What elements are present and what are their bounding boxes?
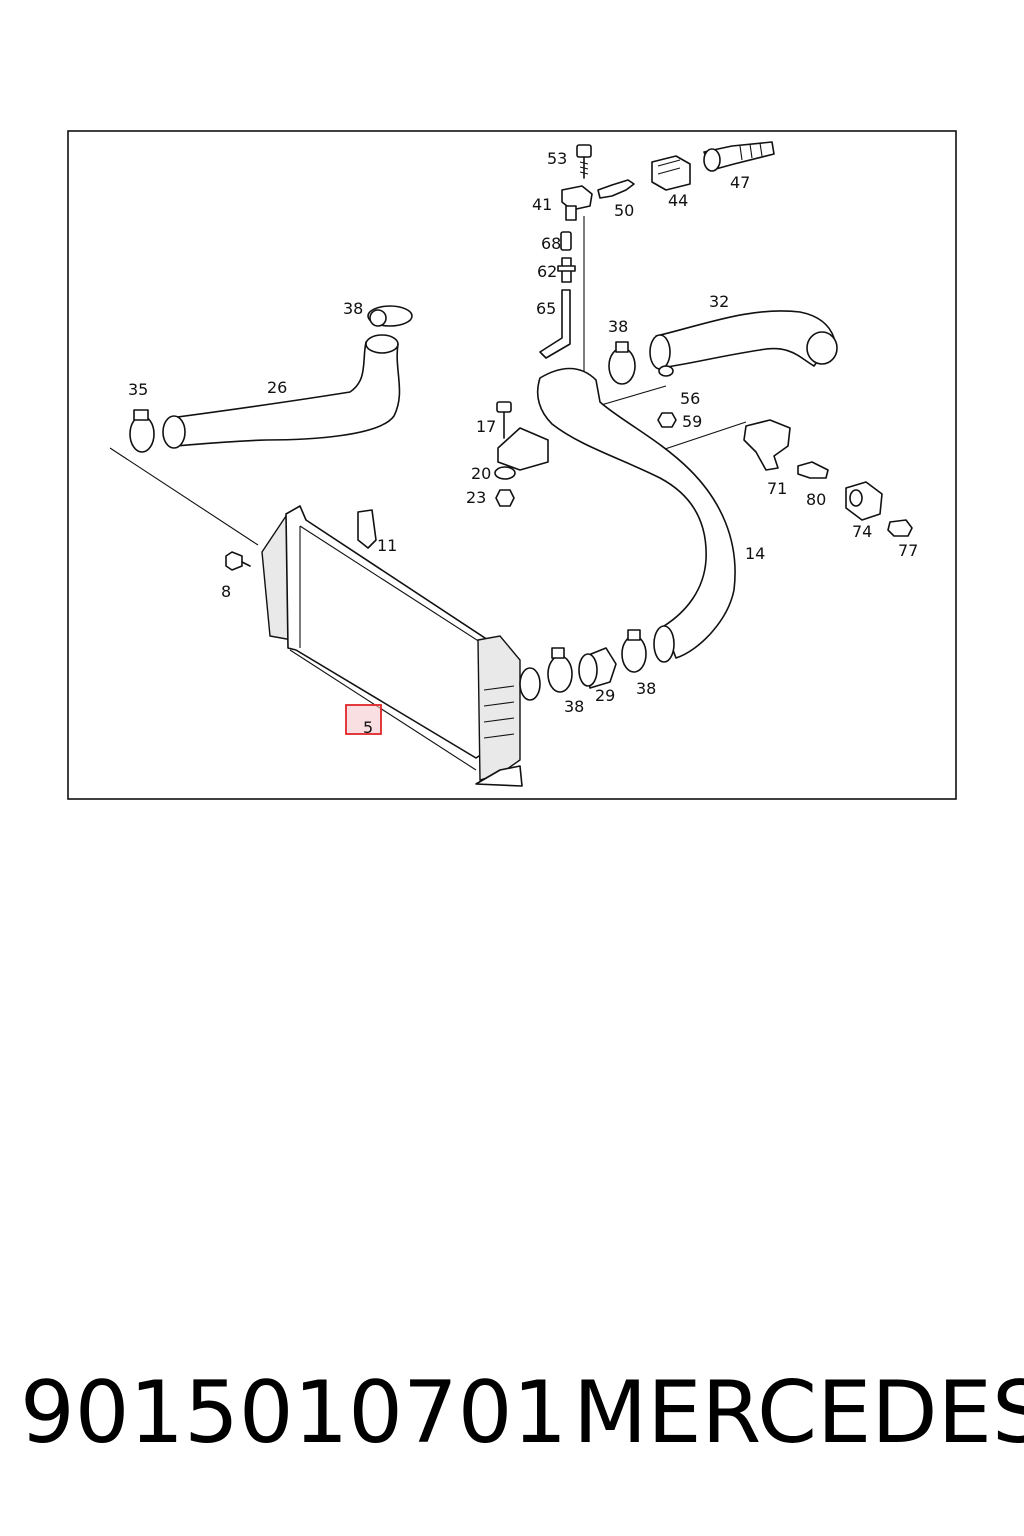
intercooler-5-icon bbox=[261, 505, 541, 787]
label-38: 38 bbox=[564, 697, 584, 716]
part-number-caption: 9015010701 bbox=[20, 1363, 568, 1463]
clip-11-icon bbox=[357, 509, 377, 549]
bolt-53-icon bbox=[576, 144, 592, 179]
label-29: 29 bbox=[595, 686, 615, 705]
label-62: 62 bbox=[537, 262, 557, 281]
label-56: 56 bbox=[680, 389, 700, 408]
valve-41-icon bbox=[561, 185, 593, 221]
label-38: 38 bbox=[608, 317, 628, 336]
label-23: 23 bbox=[466, 488, 486, 507]
sleeve-29-icon bbox=[578, 647, 617, 689]
sleeve-68-icon bbox=[560, 231, 572, 251]
bracket-icon bbox=[497, 427, 549, 471]
hose-65-icon bbox=[539, 289, 571, 359]
bolt-8-icon bbox=[225, 551, 251, 571]
clamp-38-icon bbox=[367, 305, 413, 327]
bolt-17-icon bbox=[496, 401, 512, 439]
fitting-62-icon bbox=[557, 257, 576, 283]
label-65: 65 bbox=[536, 299, 556, 318]
clamp-38-icon bbox=[608, 341, 636, 385]
label-20: 20 bbox=[471, 464, 491, 483]
label-77: 77 bbox=[898, 541, 918, 560]
terminal-50-icon bbox=[597, 179, 635, 199]
label-41: 41 bbox=[532, 195, 552, 214]
connector-44-icon bbox=[651, 155, 691, 191]
label-32: 32 bbox=[709, 292, 729, 311]
washer-20-icon bbox=[494, 466, 516, 480]
label-71: 71 bbox=[767, 479, 787, 498]
label-26: 26 bbox=[267, 378, 287, 397]
clamp-35-icon bbox=[129, 409, 155, 453]
brand-caption: MERCEDES bbox=[573, 1363, 1024, 1463]
label-8: 8 bbox=[221, 582, 231, 601]
label-35: 35 bbox=[128, 380, 148, 399]
label-38: 38 bbox=[343, 299, 363, 318]
label-38: 38 bbox=[636, 679, 656, 698]
label-14: 14 bbox=[745, 544, 765, 563]
grommet-47-icon bbox=[703, 141, 775, 172]
label-53: 53 bbox=[547, 149, 567, 168]
diagram-frame bbox=[67, 130, 957, 800]
sensor-71-icon bbox=[743, 419, 791, 471]
clamp-38-icon bbox=[621, 629, 647, 673]
terminal-80-icon bbox=[797, 461, 829, 479]
washer-56-icon bbox=[658, 365, 674, 377]
highlight-box-5 bbox=[345, 704, 382, 735]
label-44: 44 bbox=[668, 191, 688, 210]
label-50: 50 bbox=[614, 201, 634, 220]
seal-77-icon bbox=[887, 519, 913, 537]
label-74: 74 bbox=[852, 522, 872, 541]
label-11: 11 bbox=[377, 536, 397, 555]
clamp-38-icon bbox=[547, 647, 573, 693]
nut-23-icon bbox=[495, 489, 515, 507]
hose-26-icon bbox=[162, 334, 401, 449]
hose-14-icon bbox=[536, 367, 736, 663]
label-17: 17 bbox=[476, 417, 496, 436]
connector-74-icon bbox=[845, 481, 883, 521]
label-47: 47 bbox=[730, 173, 750, 192]
hose-32-icon bbox=[649, 310, 838, 370]
label-59: 59 bbox=[682, 412, 702, 431]
label-5: 5 bbox=[363, 718, 373, 737]
nut-59-icon bbox=[657, 412, 677, 428]
label-68: 68 bbox=[541, 234, 561, 253]
label-80: 80 bbox=[806, 490, 826, 509]
